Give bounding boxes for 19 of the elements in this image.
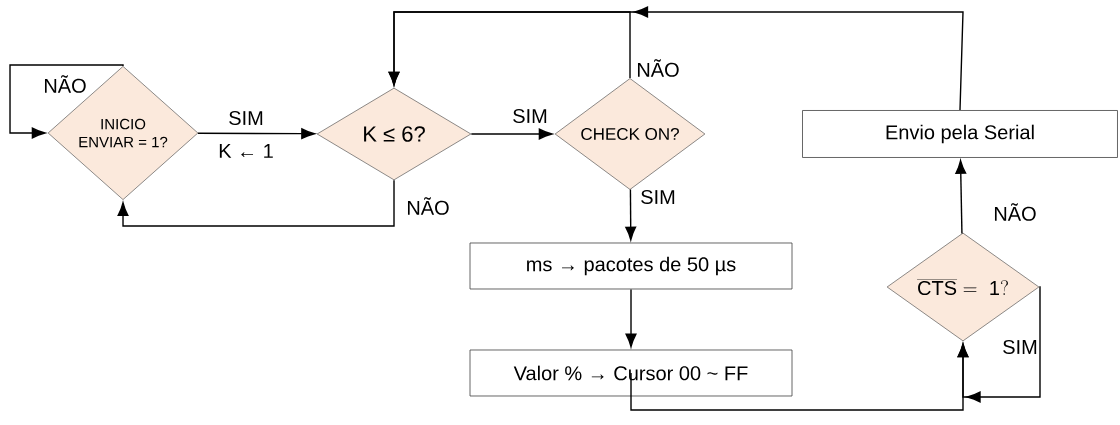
process-box: ms → pacotes de 50 µs bbox=[469, 242, 793, 290]
arrow bbox=[957, 286, 1041, 403]
edge-label: NÃO bbox=[405, 196, 451, 216]
arrow bbox=[9, 64, 124, 139]
arrow bbox=[625, 188, 637, 241]
arrow bbox=[625, 288, 637, 348]
edge-label: SIM bbox=[511, 107, 549, 125]
edge-label: SIM bbox=[227, 109, 265, 127]
edge-label: SIM bbox=[639, 188, 677, 206]
process-box: Valor % → Cursor 00 ~ FF bbox=[469, 349, 793, 397]
arrow bbox=[470, 128, 553, 140]
assignment-label: K ← 1 bbox=[217, 143, 275, 159]
edge-label: NÃO bbox=[992, 202, 1038, 222]
arrow bbox=[955, 160, 967, 235]
process-box: Envio pela Serial bbox=[802, 110, 1118, 158]
edge-label: NÃO bbox=[635, 58, 681, 78]
arrow bbox=[388, 6, 964, 111]
arrow bbox=[197, 128, 315, 140]
arrow bbox=[117, 179, 395, 227]
